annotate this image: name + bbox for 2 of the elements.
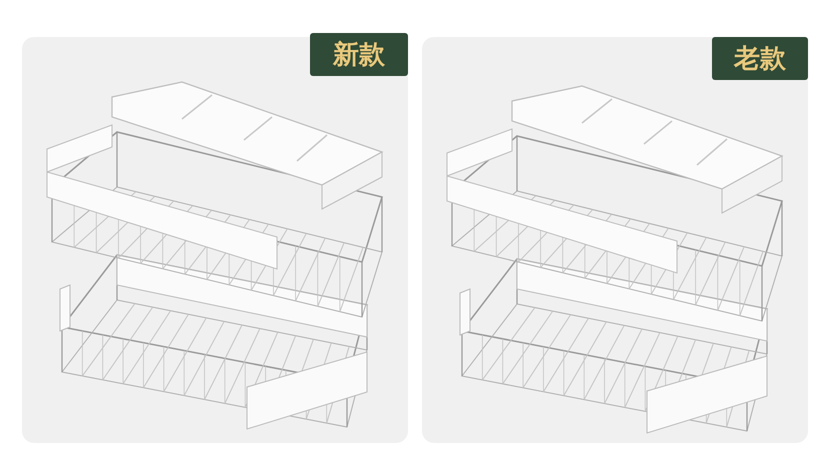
label-badge: 新款	[310, 33, 408, 76]
label-badge: 老款	[712, 37, 808, 80]
